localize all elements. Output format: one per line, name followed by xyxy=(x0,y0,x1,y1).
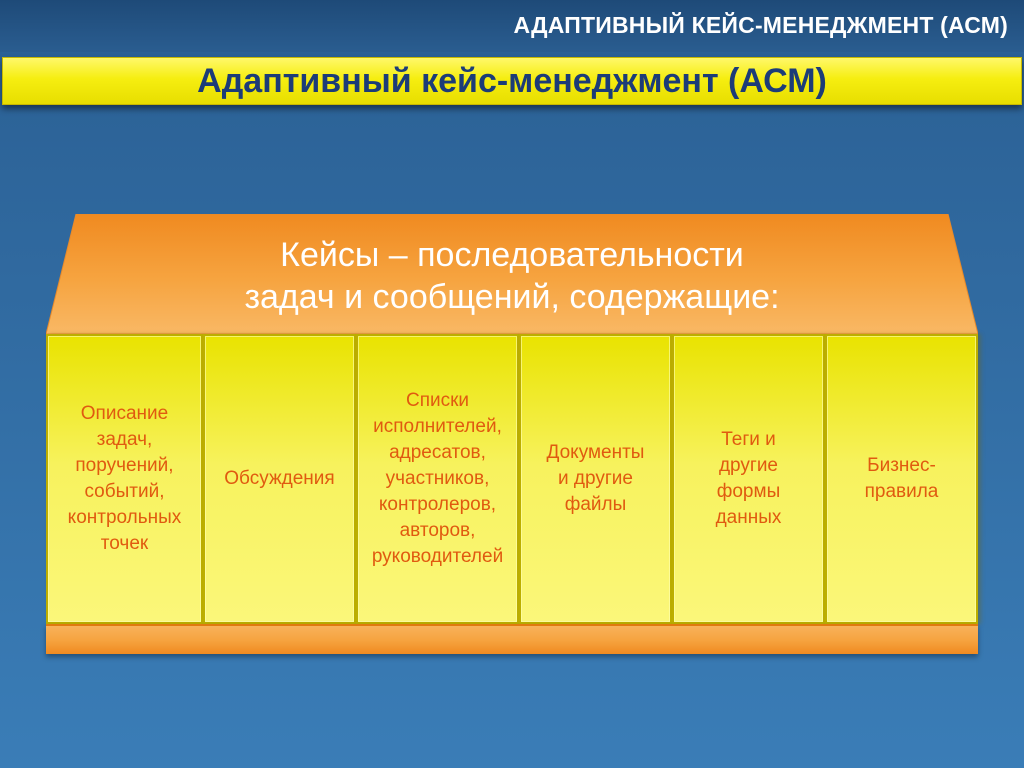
roof-text-line-1: Кейсы – последовательности xyxy=(280,236,744,274)
roof-shape xyxy=(46,214,978,334)
pillar-label: Списки исполнителей, адресатов, участник… xyxy=(371,390,504,567)
foundation-base xyxy=(46,624,978,654)
pillar-business-rules: Бизнес- правила xyxy=(825,334,978,624)
pillar-discussions: Обсуждения xyxy=(203,334,356,624)
roof-text-line-2: задач и сообщений, содержащие: xyxy=(244,278,780,316)
pillar-label: Теги и другие формы данных xyxy=(715,429,782,528)
pillar-label: Обсуждения xyxy=(224,468,335,489)
pillar-participant-lists: Списки исполнителей, адресатов, участник… xyxy=(356,334,519,624)
slide-header-title: АДАПТИВНЫЙ КЕЙС-МЕНЕДЖМЕНТ (АСМ) xyxy=(513,12,1008,38)
roof: Кейсы – последовательности задач и сообщ… xyxy=(46,214,978,334)
pillar-label: Бизнес- правила xyxy=(864,455,939,502)
pillar-task-description: Описание задач, поручений, событий, конт… xyxy=(46,334,203,624)
pillar-label: Описание задач, поручений, событий, конт… xyxy=(67,403,182,554)
pillar-documents: Документы и другие файлы xyxy=(519,334,672,624)
roof-text: Кейсы – последовательности задач и сообщ… xyxy=(46,234,978,318)
pillar-tags: Теги и другие формы данных xyxy=(672,334,825,624)
pillar-label: Документы и другие файлы xyxy=(546,442,645,515)
title-bar: Адаптивный кейс-менеджмент (АСМ) xyxy=(2,57,1022,105)
slide-title: Адаптивный кейс-менеджмент (АСМ) xyxy=(197,62,827,100)
pillars-row: Описание задач, поручений, событий, конт… xyxy=(46,334,978,624)
top-band xyxy=(0,0,1024,52)
